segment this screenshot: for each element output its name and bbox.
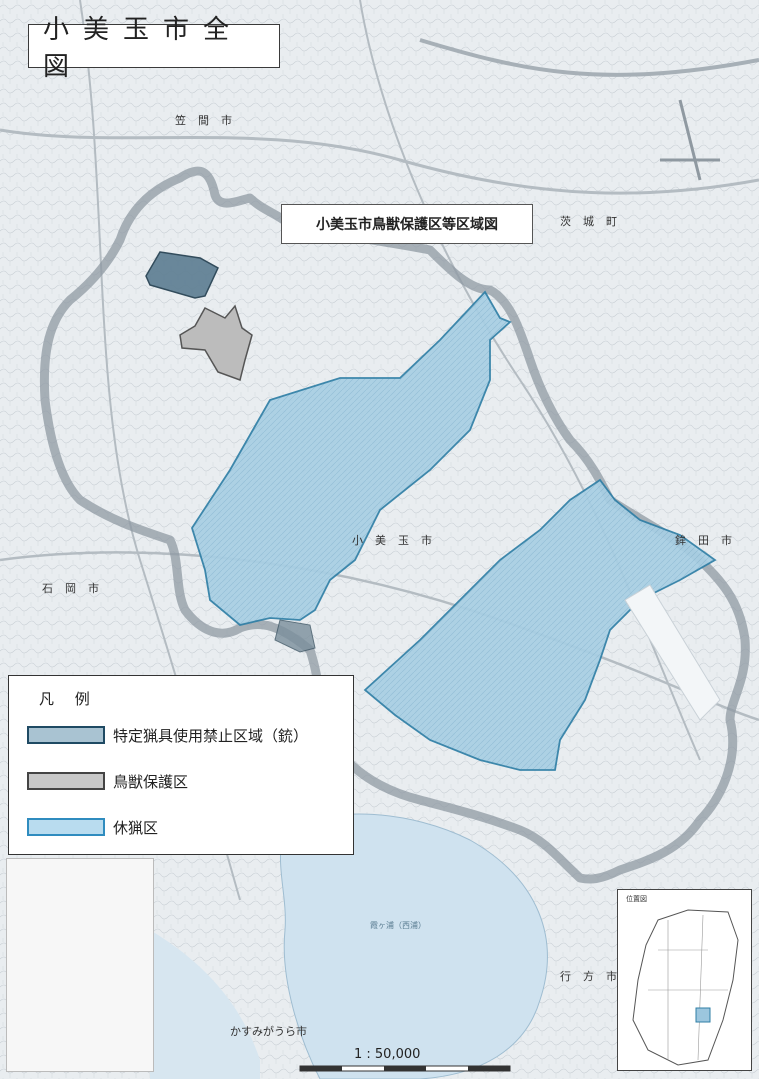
inset-title: 位置図	[626, 895, 647, 903]
city-boundary	[39, 166, 750, 884]
place-omitama: 小美玉市	[352, 534, 444, 547]
legend-item-no-gun: 特定猟具使用禁止区域（銃）	[27, 724, 308, 746]
legend-item-sanctuary: 鳥獣保護区	[27, 770, 188, 792]
zone-sanctuary[interactable]	[179, 304, 253, 381]
legend: 凡 例 特定猟具使用禁止区域（銃） 鳥獣保護区 休猟区	[8, 675, 354, 855]
legend-swatch-no-gun	[27, 726, 105, 744]
lake-shore-south	[150, 930, 260, 1079]
scale-label: 1 : 50,000	[354, 1047, 421, 1062]
zone-closed-south[interactable]	[363, 478, 717, 771]
place-hokota: 鉾田市	[675, 534, 744, 547]
legend-label-no-gun: 特定猟具使用禁止区域（銃）	[113, 726, 309, 745]
legend-swatch-closed	[27, 818, 105, 836]
map-title: 小美玉市全図	[28, 15, 280, 82]
inset-map: 位置図	[617, 889, 752, 1071]
zone-closed-north[interactable]	[191, 290, 512, 626]
legend-item-closed: 休猟区	[27, 816, 158, 838]
place-namegata: 行方市	[560, 970, 629, 983]
place-kasumigaura: かすみがうら市	[230, 1025, 307, 1038]
place-kasama: 笠間市	[175, 114, 244, 127]
place-ibaraki: 茨城町	[560, 215, 629, 228]
place-ishioka: 石岡市	[42, 582, 111, 595]
legend-title: 凡 例	[39, 690, 98, 708]
lake-label: 霞ヶ浦（西浦）	[370, 921, 426, 930]
map-subtitle: 小美玉市鳥獣保護区等区域図	[281, 204, 533, 244]
info-panel	[6, 858, 154, 1072]
lake-kasumigaura	[279, 813, 548, 1079]
legend-label-sanctuary: 鳥獣保護区	[113, 772, 189, 791]
zone-no-gun[interactable]	[145, 251, 219, 299]
zone-no-gun-small[interactable]	[274, 619, 316, 653]
inset-prefecture-shape	[632, 909, 739, 1066]
legend-swatch-sanctuary	[27, 772, 105, 790]
scale-bar	[299, 1065, 511, 1072]
legend-label-closed: 休猟区	[113, 818, 159, 837]
airport-runway	[624, 584, 721, 721]
